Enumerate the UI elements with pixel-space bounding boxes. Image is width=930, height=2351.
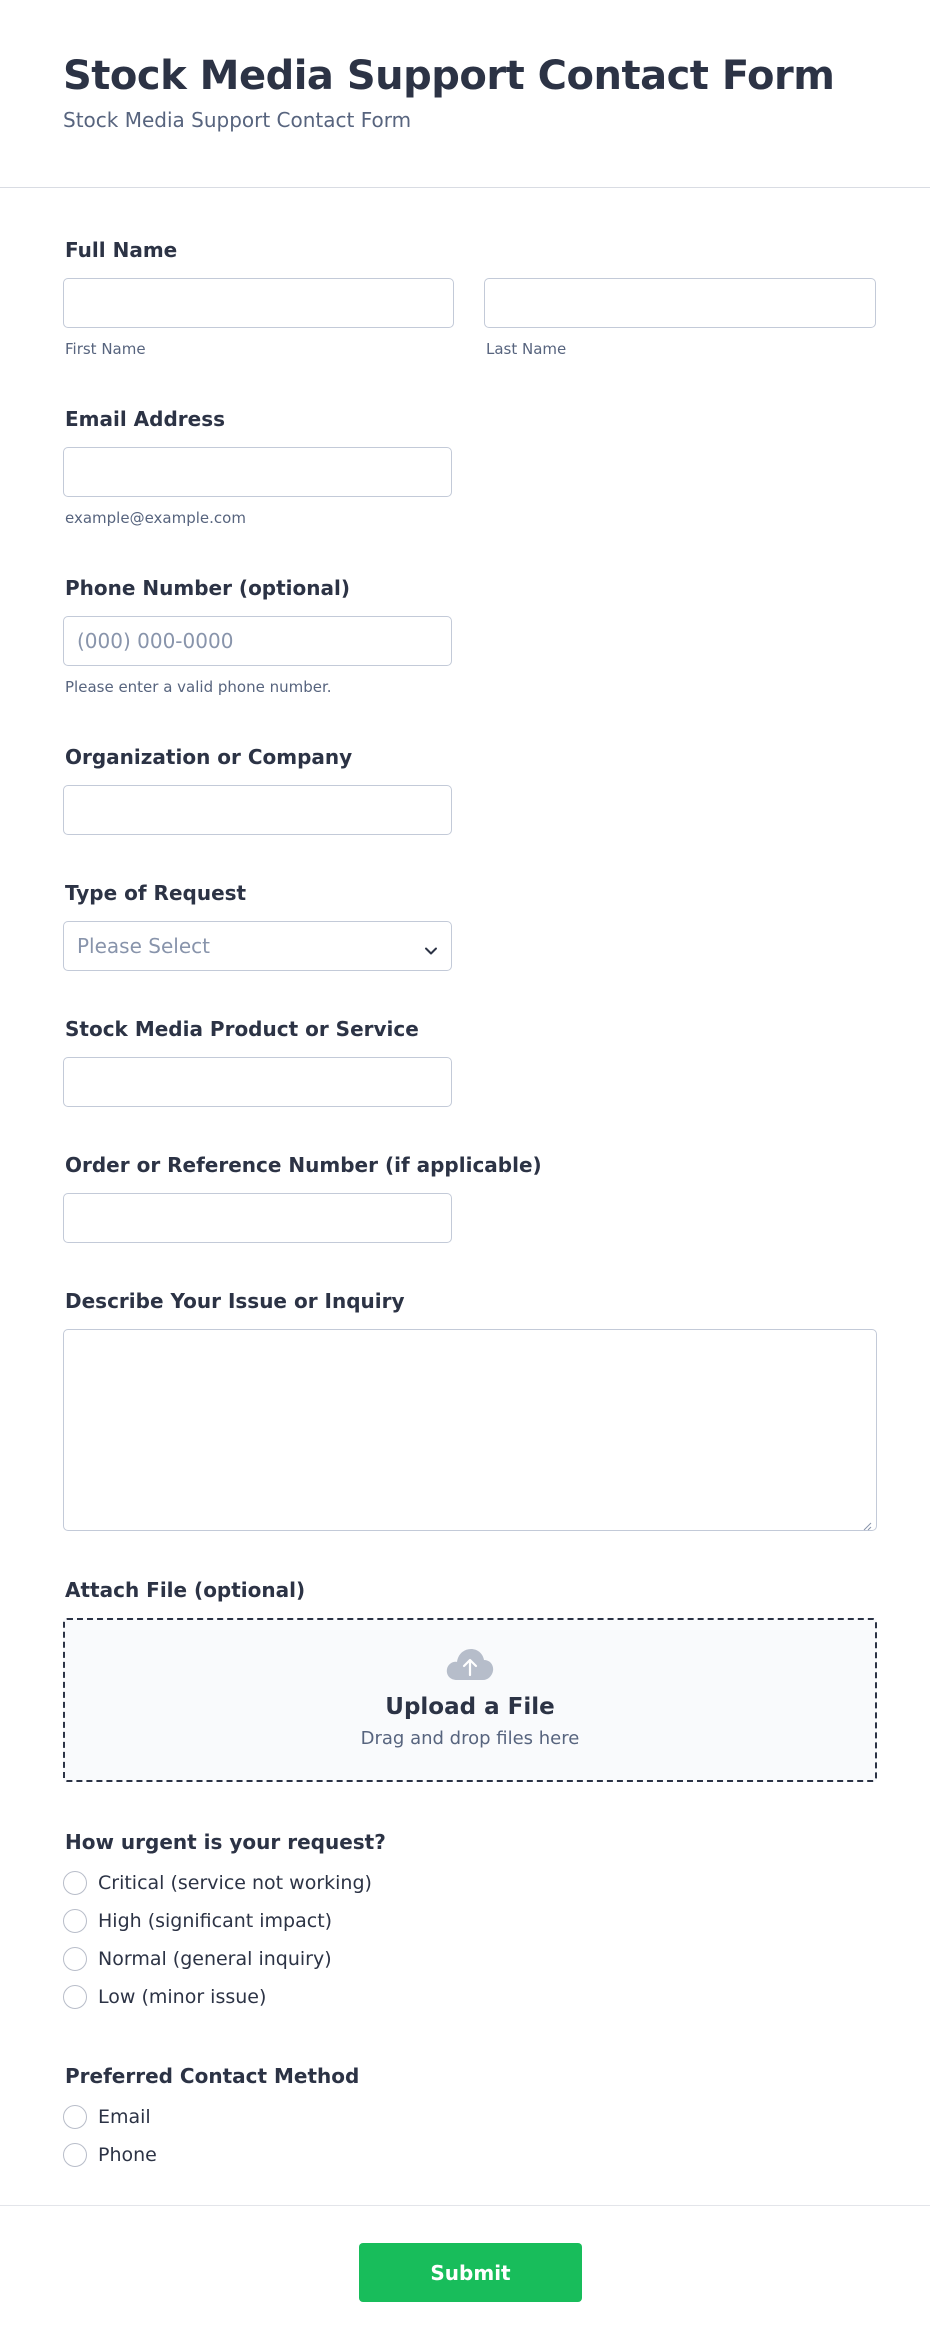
resize-handle-icon[interactable]: [862, 1516, 872, 1531]
radio-circle[interactable]: [63, 1909, 87, 1933]
last-name-input[interactable]: [484, 278, 876, 328]
issue-textarea[interactable]: [63, 1329, 877, 1531]
upload-title: Upload a File: [385, 1694, 555, 1720]
contact-option-email[interactable]: Email: [63, 2098, 359, 2136]
order-number-label: Order or Reference Number (if applicable…: [65, 1153, 542, 1177]
radio-label: Low (minor issue): [98, 1986, 267, 2008]
product-label: Stock Media Product or Service: [65, 1017, 419, 1041]
radio-circle[interactable]: [63, 2105, 87, 2129]
phone-input[interactable]: (000) 000-0000: [63, 616, 452, 666]
full-name-field: Full Name First Name Last Name: [63, 238, 876, 358]
radio-label: Critical (service not working): [98, 1872, 372, 1894]
cloud-upload-icon: [445, 1649, 495, 1686]
product-input[interactable]: [63, 1057, 452, 1107]
request-type-select[interactable]: Please Select: [63, 921, 452, 971]
urgency-option-critical[interactable]: Critical (service not working): [63, 1864, 386, 1902]
radio-label: Phone: [98, 2144, 157, 2166]
radio-label: Email: [98, 2106, 151, 2128]
urgency-field: How urgent is your request? Critical (se…: [63, 1830, 386, 2016]
full-name-label: Full Name: [65, 238, 178, 262]
contact-method-label: Preferred Contact Method: [65, 2064, 360, 2088]
email-label: Email Address: [65, 407, 226, 431]
first-name-sublabel: First Name: [65, 340, 146, 358]
urgency-option-high[interactable]: High (significant impact): [63, 1902, 386, 1940]
organization-label: Organization or Company: [65, 745, 353, 769]
request-type-field: Type of Request Please Select: [63, 881, 452, 971]
footer-divider: [0, 2205, 930, 2206]
urgency-label: How urgent is your request?: [65, 1830, 386, 1854]
upload-subtitle: Drag and drop files here: [360, 1728, 580, 1749]
attachment-label: Attach File (optional): [65, 1578, 306, 1602]
radio-circle[interactable]: [63, 2143, 87, 2167]
request-type-selected: Please Select: [77, 934, 210, 958]
radio-circle[interactable]: [63, 1985, 87, 2009]
email-input[interactable]: [63, 447, 452, 497]
radio-circle[interactable]: [63, 1871, 87, 1895]
chevron-down-icon: [424, 939, 438, 955]
first-name-input[interactable]: [63, 278, 454, 328]
email-field: Email Address example@example.com: [63, 407, 452, 527]
contact-option-phone[interactable]: Phone: [63, 2136, 359, 2174]
radio-label: Normal (general inquiry): [98, 1948, 332, 1970]
phone-field: Phone Number (optional) (000) 000-0000 P…: [63, 576, 452, 696]
urgency-option-normal[interactable]: Normal (general inquiry): [63, 1940, 386, 1978]
order-number-field: Order or Reference Number (if applicable…: [63, 1153, 542, 1243]
request-type-label: Type of Request: [65, 881, 247, 905]
contact-method-field: Preferred Contact Method Email Phone: [63, 2064, 359, 2174]
phone-label: Phone Number (optional): [65, 576, 351, 600]
radio-circle[interactable]: [63, 1947, 87, 1971]
last-name-sublabel: Last Name: [486, 340, 567, 358]
organization-field: Organization or Company: [63, 745, 452, 835]
attachment-field: Attach File (optional) Upload a File Dra…: [63, 1578, 877, 1782]
order-number-input[interactable]: [63, 1193, 452, 1243]
page-title: Stock Media Support Contact Form: [63, 53, 835, 99]
issue-label: Describe Your Issue or Inquiry: [65, 1289, 405, 1313]
product-field: Stock Media Product or Service: [63, 1017, 452, 1107]
organization-input[interactable]: [63, 785, 452, 835]
form-header: Stock Media Support Contact Form Stock M…: [0, 0, 930, 188]
page-subtitle: Stock Media Support Contact Form: [63, 108, 412, 132]
issue-field: Describe Your Issue or Inquiry: [63, 1289, 877, 1531]
phone-sublabel: Please enter a valid phone number.: [65, 678, 332, 696]
submit-button[interactable]: Submit: [359, 2243, 582, 2302]
email-sublabel: example@example.com: [65, 509, 246, 527]
radio-label: High (significant impact): [98, 1910, 333, 1932]
urgency-option-low[interactable]: Low (minor issue): [63, 1978, 386, 2016]
upload-dropzone[interactable]: Upload a File Drag and drop files here: [63, 1618, 877, 1782]
